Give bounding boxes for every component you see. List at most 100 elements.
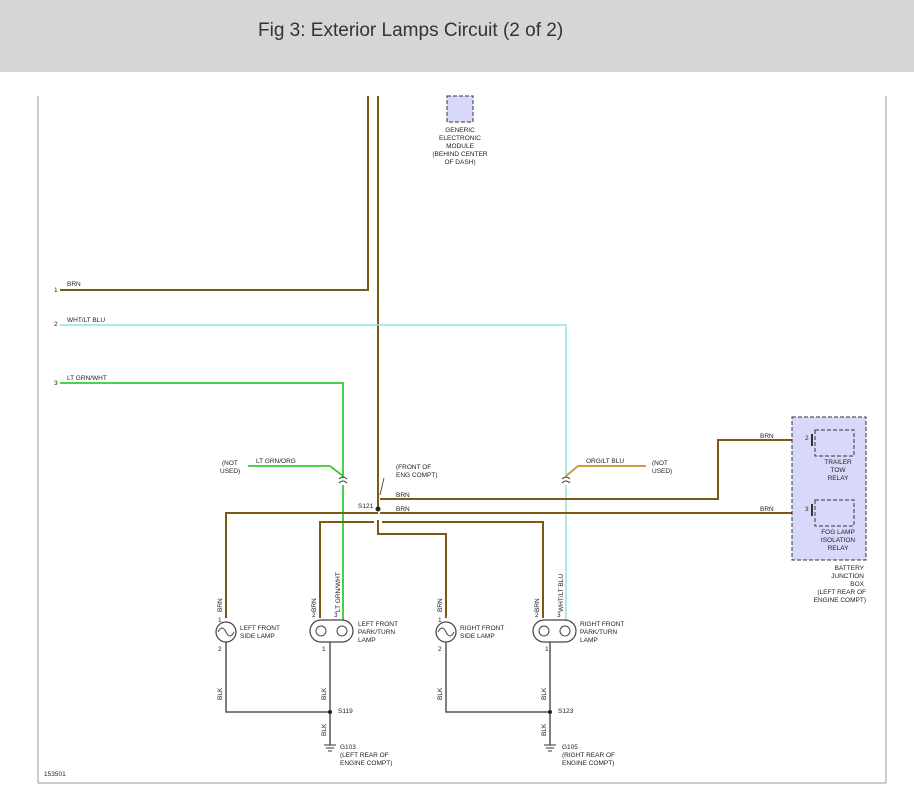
lf-park-lamp-label: LEFT FRONT PARK/TURN LAMP <box>358 621 398 644</box>
svg-text:(RIGHT REAR OF: (RIGHT REAR OF <box>562 752 615 759</box>
svg-text:BLK: BLK <box>541 687 548 700</box>
svg-text:BRN: BRN <box>217 598 224 612</box>
svg-text:JUNCTION: JUNCTION <box>831 573 864 580</box>
svg-text:PARK/TURN: PARK/TURN <box>358 629 395 636</box>
svg-text:BRN: BRN <box>396 492 410 499</box>
wire-org-lt-blu <box>565 465 646 477</box>
trailer-tow-relay <box>814 429 855 457</box>
page-title: Fig 3: Exterior Lamps Circuit (2 of 2) <box>258 20 564 41</box>
svg-text:BLK: BLK <box>541 723 548 736</box>
svg-text:SIDE LAMP: SIDE LAMP <box>240 633 275 640</box>
splice-note-arrow <box>379 477 385 496</box>
wire-2-label: WHT/LT BLU <box>67 317 105 324</box>
ground-g105-icon <box>544 744 556 752</box>
splice-s123-dot <box>548 710 552 714</box>
splice-s121-label: S121 <box>358 503 374 510</box>
svg-text:BRN: BRN <box>534 598 541 612</box>
gem-module-label: GENERIC ELECTRONIC MODULE (BEHIND CENTER… <box>432 127 488 166</box>
brn-to-rf-park-lamp <box>382 521 544 618</box>
wire-1-label: BRN <box>67 281 81 288</box>
rf-side-lamp <box>435 621 457 643</box>
svg-text:TOW: TOW <box>830 467 846 474</box>
blk-left-ground <box>225 642 331 745</box>
brn-to-lf-side-lamp <box>225 512 378 618</box>
wire-3-label: LT GRN/WHT <box>67 375 107 382</box>
diagram-id: 153501 <box>44 771 66 778</box>
svg-text:1: 1 <box>438 617 442 624</box>
svg-text:RELAY: RELAY <box>828 475 849 482</box>
svg-text:(LEFT REAR OF: (LEFT REAR OF <box>817 589 866 596</box>
svg-text:ELECTRONIC: ELECTRONIC <box>439 135 481 142</box>
svg-text:BLK: BLK <box>437 687 444 700</box>
connector-right <box>561 476 571 484</box>
brn-to-trailer-relay <box>380 439 810 500</box>
wire-2-number: 2 <box>54 321 58 328</box>
wire-2-wht-lt-blu <box>60 324 567 478</box>
svg-text:3: 3 <box>557 612 561 619</box>
svg-text:2: 2 <box>312 612 316 619</box>
svg-text:BRN: BRN <box>437 598 444 612</box>
svg-text:LAMP: LAMP <box>358 637 376 644</box>
svg-text:RELAY: RELAY <box>828 545 849 552</box>
lf-side-lamp <box>215 621 237 643</box>
svg-text:G105: G105 <box>562 744 578 751</box>
svg-text:GENERIC: GENERIC <box>445 127 475 134</box>
svg-text:ENGINE COMPT): ENGINE COMPT) <box>814 597 866 604</box>
lf-park-turn-lamp <box>309 619 354 643</box>
svg-text:2: 2 <box>218 646 222 653</box>
svg-text:LAMP: LAMP <box>580 637 598 644</box>
splice-s123-label: S123 <box>558 708 574 715</box>
wire-1-brn <box>60 96 369 291</box>
svg-text:RIGHT FRONT: RIGHT FRONT <box>580 621 624 628</box>
svg-text:FOG LAMP: FOG LAMP <box>821 529 855 536</box>
svg-text:USED): USED) <box>220 468 240 475</box>
svg-text:SIDE LAMP: SIDE LAMP <box>460 633 495 640</box>
svg-text:BLK: BLK <box>217 687 224 700</box>
svg-text:(BEHIND CENTER: (BEHIND CENTER <box>432 151 488 158</box>
ground-g105-label: G105 (RIGHT REAR OF ENGINE COMPT) <box>562 744 615 767</box>
gem-module-box <box>446 95 474 123</box>
wire-lt-grn-org <box>248 465 344 477</box>
relay-pin-2: 2 <box>805 435 809 442</box>
lf-side-lamp-label: LEFT FRONT SIDE LAMP <box>240 625 280 640</box>
svg-text:BRN: BRN <box>311 598 318 612</box>
svg-text:BRN: BRN <box>760 506 774 513</box>
svg-text:OF DASH): OF DASH) <box>444 159 475 166</box>
relay-pin-3: 3 <box>805 506 809 513</box>
ground-g103-label: G103 (LEFT REAR OF ENGINE COMPT) <box>340 744 392 767</box>
svg-text:LEFT FRONT: LEFT FRONT <box>240 625 280 632</box>
svg-text:BATTERY: BATTERY <box>835 565 865 572</box>
wire-org-lt-blu-label: ORG/LT BLU <box>586 458 624 465</box>
fog-lamp-relay <box>814 499 855 527</box>
svg-text:MODULE: MODULE <box>446 143 474 150</box>
wire-3-number: 3 <box>54 380 58 387</box>
svg-text:LEFT FRONT: LEFT FRONT <box>358 621 398 628</box>
vlabel-wht-lt-blu: WHT/LT BLU <box>558 574 565 612</box>
fog-relay-label: FOG LAMP ISOLATION RELAY <box>821 529 855 552</box>
svg-text:BRN: BRN <box>760 433 774 440</box>
svg-text:BRN: BRN <box>396 506 410 513</box>
wire-3-lt-grn-wht <box>60 382 344 478</box>
svg-text:BOX: BOX <box>850 581 864 588</box>
svg-text:2: 2 <box>535 612 539 619</box>
battery-junction-box-label: BATTERY JUNCTION BOX (LEFT REAR OF ENGIN… <box>814 565 866 604</box>
splice-s119-dot <box>328 710 332 714</box>
svg-text:ENG COMPT): ENG COMPT) <box>396 472 438 479</box>
svg-text:USED): USED) <box>652 468 672 475</box>
ground-g103-icon <box>324 744 336 752</box>
rf-park-lamp-label: RIGHT FRONT PARK/TURN LAMP <box>580 621 624 644</box>
svg-text:ISOLATION: ISOLATION <box>821 537 855 544</box>
vlabel-lt-grn-wht: LT GRN/WHT <box>335 572 342 612</box>
svg-text:1: 1 <box>545 646 549 653</box>
svg-text:RIGHT FRONT: RIGHT FRONT <box>460 625 504 632</box>
rf-park-turn-lamp <box>532 619 577 643</box>
blk-right-ground <box>445 642 551 745</box>
splice-s121-dot <box>375 506 381 512</box>
brn-to-lf-park-lamp <box>319 521 374 618</box>
brn-to-rf-side-lamp <box>377 520 447 618</box>
svg-text:BLK: BLK <box>321 723 328 736</box>
svg-text:1: 1 <box>322 646 326 653</box>
wire-lt-grn-org-label: LT GRN/ORG <box>256 458 296 465</box>
not-used-right: (NOT <box>652 460 668 467</box>
